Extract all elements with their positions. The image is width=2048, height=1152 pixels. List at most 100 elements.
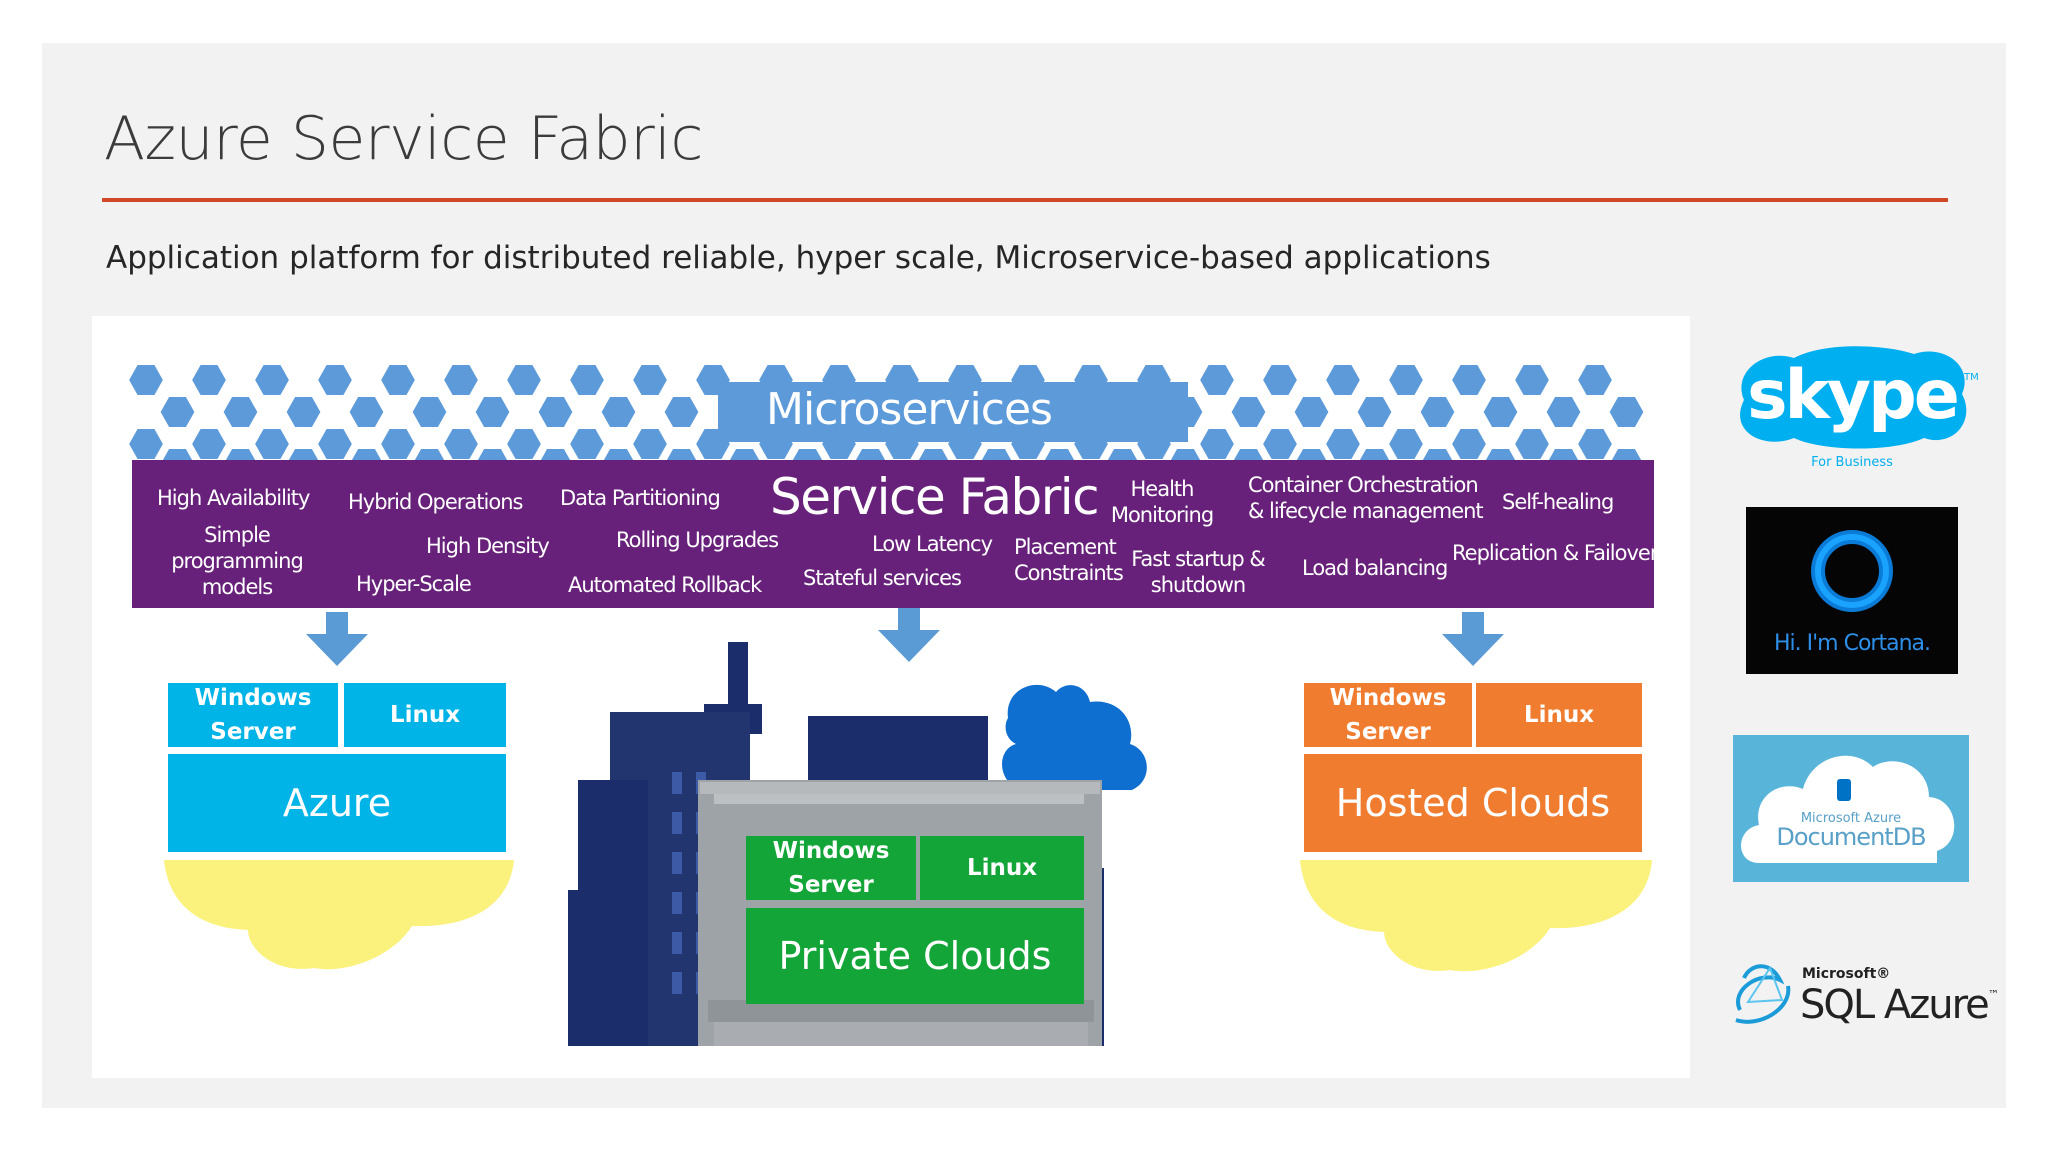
cap-simple-programming: Simple programming models bbox=[171, 523, 304, 599]
hexagon bbox=[1449, 363, 1489, 397]
private-linux-box: Linux bbox=[920, 836, 1084, 900]
hexagon bbox=[1323, 427, 1363, 461]
hexagon bbox=[1260, 363, 1300, 397]
skype-wordmark: skype bbox=[1747, 356, 1957, 435]
hosted-cloud-shape bbox=[1300, 860, 1652, 972]
cortana-logo: Hi. I'm Cortana. bbox=[1746, 507, 1958, 674]
cap-self-healing: Self-healing bbox=[1502, 490, 1614, 514]
hexagon bbox=[1512, 363, 1552, 397]
hexagon bbox=[1512, 427, 1552, 461]
cap-low-latency: Low Latency bbox=[872, 532, 993, 556]
arrow-down-private bbox=[878, 608, 940, 662]
hexagon bbox=[1292, 395, 1331, 429]
cap-container-orchestration: Container Orchestration & lifecycle mana… bbox=[1248, 473, 1484, 523]
documentdb-line1: Microsoft Azure bbox=[1800, 811, 1902, 826]
cap-automated-rollback: Automated Rollback bbox=[568, 573, 762, 597]
hexagon bbox=[284, 395, 323, 429]
hexagon bbox=[252, 363, 292, 397]
hexagon bbox=[315, 363, 355, 397]
slide-title: Azure Service Fabric bbox=[104, 104, 703, 174]
hexagon bbox=[378, 363, 418, 397]
documentdb-cloud-icon bbox=[1741, 755, 1955, 863]
hexagon bbox=[567, 427, 607, 461]
microservices-label: Microservices bbox=[766, 384, 1053, 435]
hosted-windows-server-box: Windows Server bbox=[1304, 683, 1472, 747]
title-divider bbox=[102, 198, 1948, 202]
cap-replication-failover: Replication & Failover bbox=[1452, 541, 1658, 565]
hexagon bbox=[158, 395, 197, 429]
sql-azure-product: SQL Azure bbox=[1800, 982, 1988, 1028]
hexagon bbox=[1575, 363, 1615, 397]
hexagon bbox=[1323, 363, 1363, 397]
azure-linux-box: Linux bbox=[344, 683, 506, 747]
hexagon bbox=[221, 395, 260, 429]
hexagon bbox=[1260, 427, 1300, 461]
hexagon bbox=[1197, 427, 1237, 461]
cap-rolling-upgrades: Rolling Upgrades bbox=[616, 528, 779, 552]
hexagon bbox=[441, 363, 481, 397]
hexagon bbox=[410, 395, 449, 429]
cap-health-monitoring: Health Monitoring bbox=[1110, 477, 1214, 527]
microservices-honeycomb bbox=[128, 363, 1646, 464]
arrow-down-azure bbox=[306, 612, 368, 666]
cortana-ring-icon bbox=[1811, 530, 1893, 612]
hexagon bbox=[599, 395, 638, 429]
hexagon bbox=[662, 395, 701, 429]
hexagon bbox=[441, 427, 481, 461]
skype-tm: TM bbox=[1963, 372, 1979, 383]
cap-placement-constraints: Placement Constraints bbox=[1014, 535, 1124, 585]
hosted-clouds-box: Hosted Clouds bbox=[1304, 754, 1642, 852]
azure-platform-box: Azure bbox=[168, 754, 506, 852]
cap-data-partitioning: Data Partitioning bbox=[560, 486, 721, 510]
documentdb-logo: Microsoft Azure DocumentDB bbox=[1733, 735, 1969, 882]
sql-azure-brand: Microsoft® bbox=[1802, 966, 1890, 982]
hexagon bbox=[1575, 427, 1615, 461]
hexagon bbox=[1481, 395, 1520, 429]
hexagon bbox=[504, 427, 544, 461]
private-windows-server-box: Windows Server bbox=[746, 836, 916, 900]
hexagon bbox=[536, 395, 575, 429]
slide-subtitle: Application platform for distributed rel… bbox=[106, 240, 1491, 276]
skype-sub: For Business bbox=[1811, 455, 1893, 470]
hexagon bbox=[1355, 395, 1394, 429]
private-clouds-box: Private Clouds bbox=[746, 908, 1084, 1004]
cortana-caption: Hi. I'm Cortana. bbox=[1774, 631, 1931, 656]
arrow-down-hosted bbox=[1442, 612, 1504, 666]
hexagon bbox=[504, 363, 544, 397]
cap-hyper-scale: Hyper-Scale bbox=[356, 572, 472, 596]
cap-stateful-services: Stateful services bbox=[803, 566, 962, 590]
hexagon bbox=[473, 395, 512, 429]
hexagon bbox=[1449, 427, 1489, 461]
hexagon bbox=[1386, 427, 1426, 461]
azure-windows-server-box: Windows Server bbox=[168, 683, 338, 747]
hexagon bbox=[1229, 395, 1268, 429]
hexagon bbox=[189, 427, 229, 461]
cap-fast-startup: Fast startup & shutdown bbox=[1131, 547, 1265, 597]
sql-azure-tm: ™ bbox=[1988, 988, 1999, 1001]
hexagon bbox=[1607, 395, 1646, 429]
hosted-linux-box: Linux bbox=[1476, 683, 1642, 747]
skype-logo: skype TM For Business bbox=[1740, 346, 1979, 470]
hexagon bbox=[128, 363, 166, 397]
hexagon bbox=[1197, 363, 1237, 397]
cap-hybrid-operations: Hybrid Operations bbox=[348, 490, 523, 514]
documentdb-line2: DocumentDB bbox=[1776, 823, 1926, 851]
service-fabric-band bbox=[132, 460, 1654, 608]
hexagon bbox=[347, 395, 386, 429]
azure-cloud-shape bbox=[164, 860, 514, 970]
service-fabric-title: Service Fabric bbox=[770, 468, 1100, 526]
cap-high-density: High Density bbox=[426, 534, 550, 558]
hexagon bbox=[252, 427, 292, 461]
hexagon bbox=[128, 427, 166, 461]
hexagon bbox=[567, 363, 607, 397]
hexagon bbox=[1544, 395, 1583, 429]
hexagon bbox=[378, 427, 418, 461]
hexagon bbox=[189, 363, 229, 397]
hexagon bbox=[630, 427, 670, 461]
sql-azure-logo: Microsoft® SQL Azure ™ bbox=[1735, 964, 1999, 1028]
hexagon bbox=[315, 427, 355, 461]
cap-high-availability: High Availability bbox=[157, 486, 310, 510]
hexagon bbox=[630, 363, 670, 397]
hexagon bbox=[1386, 363, 1426, 397]
hexagon bbox=[1418, 395, 1457, 429]
